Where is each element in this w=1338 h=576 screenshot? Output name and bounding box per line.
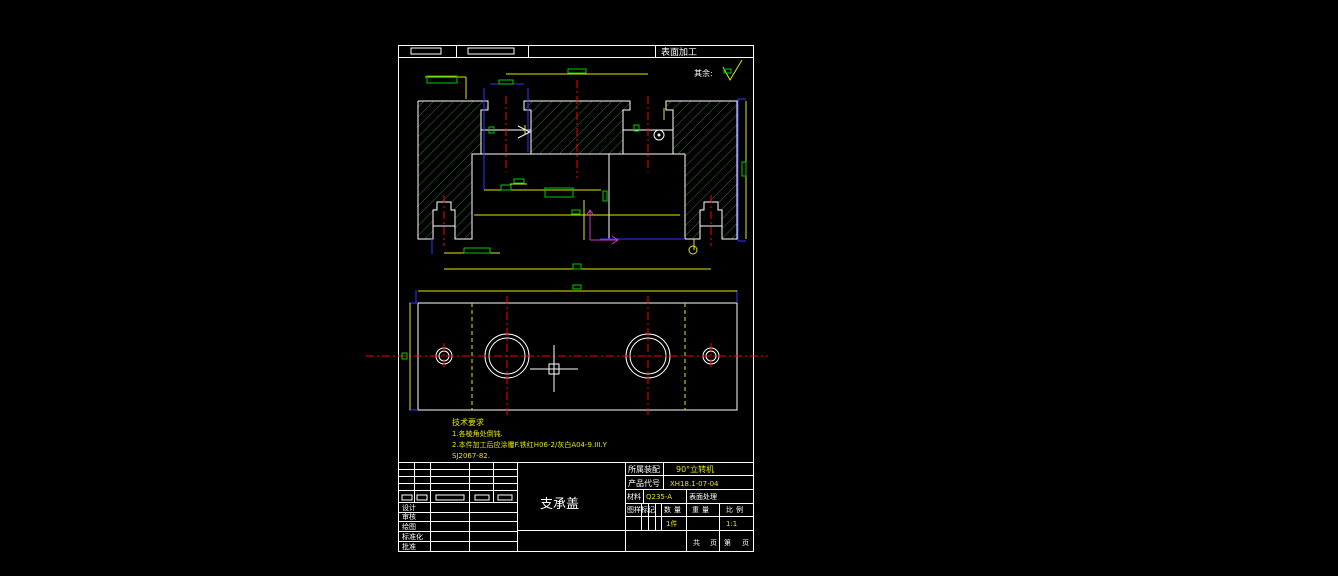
plan-view <box>366 284 768 415</box>
top-block-label: 表面加工 <box>661 46 697 58</box>
roughness-symbol-icon <box>722 59 743 82</box>
tech-heading: 技术要求 <box>452 417 484 427</box>
sheet-page-label: 页 <box>710 539 717 547</box>
section-view <box>417 68 747 270</box>
title-block <box>398 462 754 552</box>
sign-row-review: 审核 <box>402 512 416 521</box>
sheet-frame <box>398 45 754 552</box>
mark-label: 图样标记 <box>627 505 655 514</box>
scale-label: 比例 <box>726 505 746 514</box>
sheet-no-label: 第 <box>724 538 731 547</box>
sign-row-design: 设计 <box>402 503 416 512</box>
tech-item-2: 2.本件加工后应涂覆F.铁红H06-2/灰白A04-9.III.Y <box>452 440 608 449</box>
sign-row-approve: 批准 <box>402 542 416 551</box>
weight-label: 重量 <box>692 506 712 514</box>
tech-item-1: 1.各棱角处倒钝. <box>452 429 503 438</box>
roughness-note: 其余: <box>694 68 713 78</box>
quantity-value: 1件 <box>666 519 677 528</box>
part-name: 支承盖 <box>540 497 579 512</box>
assembly-label: 所属装配 <box>628 464 660 474</box>
scale-value: 1:1 <box>726 520 737 528</box>
tech-item-3: SJ2067-82. <box>452 452 490 460</box>
product-code-label: 产品代号 <box>628 478 660 488</box>
assembly-value: 90°立转机 <box>676 464 714 474</box>
sheet-total-label: 共 <box>693 538 700 547</box>
material-value: Q235-A <box>646 493 672 501</box>
sign-row-drafting: 绘图 <box>402 522 416 531</box>
sign-row-standard: 标准化 <box>402 532 423 541</box>
treatment-label: 表面处理 <box>689 492 717 501</box>
quantity-label: 数量 <box>664 505 684 514</box>
product-code-value: XH18.1-07-04 <box>670 480 719 488</box>
sheet-no-page-label: 页 <box>742 539 749 547</box>
material-label: 材料 <box>627 492 641 501</box>
top-strip <box>398 45 754 58</box>
